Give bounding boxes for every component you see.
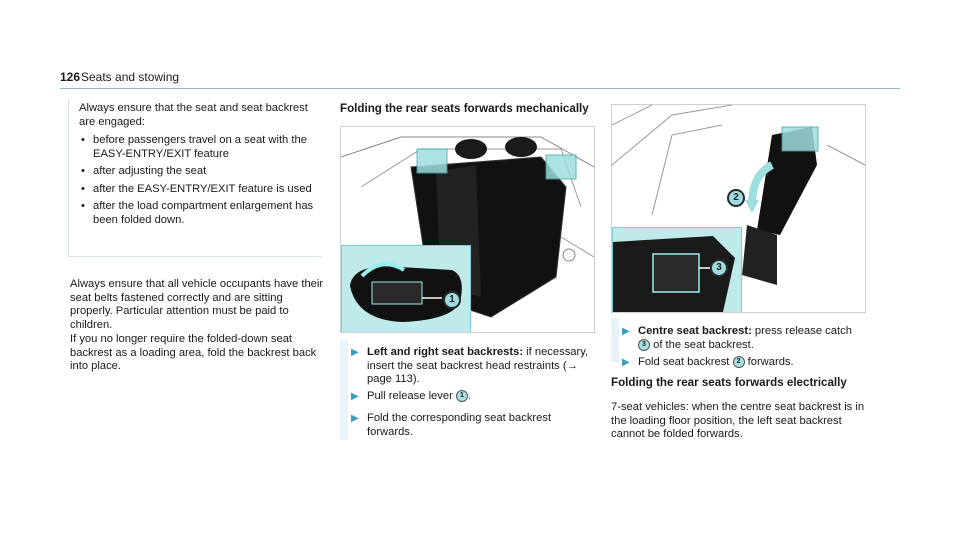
release-catch-inset: 3 xyxy=(612,227,742,312)
fold-back-paragraph: If you no longer require the folded-down… xyxy=(70,333,317,373)
step-bold: Centre seat backrest: xyxy=(638,325,752,337)
step-text: forwards. xyxy=(744,356,794,368)
callout-3: 3 xyxy=(710,259,728,277)
notice-list: before passengers travel on a seat with … xyxy=(79,134,319,232)
notice-item: after the load compartment enlargement h… xyxy=(79,200,319,227)
notice-intro: Always ensure that the seat and seat bac… xyxy=(79,102,308,128)
step-arrow-icon: ▶ xyxy=(622,357,630,368)
page-header: 126 Seats and stowing xyxy=(60,70,900,90)
step-text: Fold seat backrest xyxy=(638,356,733,368)
step-arrow-icon: ▶ xyxy=(351,413,359,424)
notice-item: after adjusting the seat xyxy=(79,165,319,179)
header-rule xyxy=(60,88,900,89)
release-catch-illustration xyxy=(613,236,735,312)
step-text: Pull release lever xyxy=(367,390,456,402)
seatbelt-paragraph: Always ensure that all vehicle occupants… xyxy=(70,278,324,331)
centre-seat-figure: 2 3 xyxy=(611,104,866,313)
notice-item: after the EASY-ENTRY/EXIT feature is use… xyxy=(79,183,319,197)
step-text: Fold the corresponding seat backrest for… xyxy=(367,412,552,438)
inline-callout-3: 3 xyxy=(638,338,650,351)
page-number: 126 xyxy=(60,70,81,84)
step-text: if necessary, insert the seat backrest h… xyxy=(367,346,589,386)
release-lever-inset: 1 xyxy=(341,245,471,332)
step-bar xyxy=(340,340,348,440)
inline-callout-1: 1 xyxy=(455,390,468,403)
mechanical-heading: Folding the rear seats forwards mechanic… xyxy=(340,102,589,115)
electrical-heading: Folding the rear seats forwards electric… xyxy=(611,376,847,389)
step-text: . xyxy=(467,390,472,402)
step-bold: Left and right seat backrests: xyxy=(367,346,524,358)
step-text: press release catch xyxy=(751,325,852,337)
step-arrow-icon: ▶ xyxy=(622,326,630,337)
inline-callout-2: 2 xyxy=(732,356,745,369)
centre-seat-illustration xyxy=(612,105,865,285)
release-lever-illustration xyxy=(350,262,462,322)
step-bar xyxy=(611,318,619,362)
notice-box: Always ensure that the seat and seat bac… xyxy=(68,98,322,257)
step-text: of the seat backrest. xyxy=(650,338,754,351)
callout-1: 1 xyxy=(443,291,461,309)
section-title: Seats and stowing xyxy=(81,70,180,84)
electrical-text: 7-seat vehicles: when the centre seat ba… xyxy=(611,401,865,441)
callout-2: 2 xyxy=(727,189,745,207)
step-arrow-icon: ▶ xyxy=(351,347,359,358)
notice-item: before passengers travel on a seat with … xyxy=(79,134,319,161)
rear-seat-figure: 1 xyxy=(340,126,595,333)
step-arrow-icon: ▶ xyxy=(351,391,359,402)
